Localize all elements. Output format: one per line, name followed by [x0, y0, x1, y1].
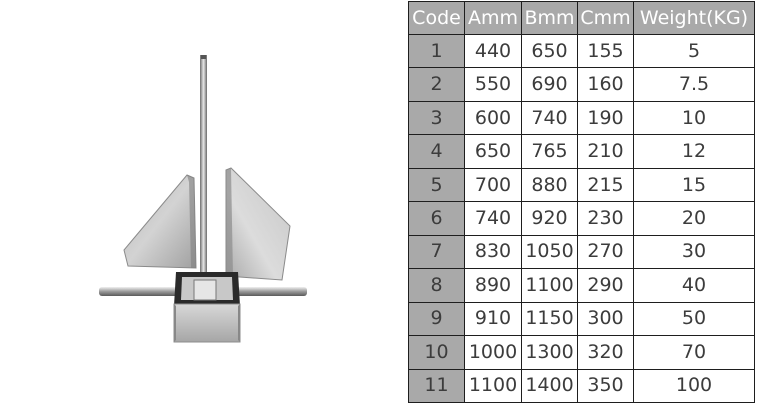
- header-amm: Amm: [464, 1, 522, 35]
- cell-weight: 40: [633, 268, 755, 303]
- cell-amm: 830: [464, 234, 522, 270]
- cell-bmm: 1100: [521, 268, 578, 303]
- cell-code: 11: [408, 368, 465, 404]
- cell-cmm: 210: [577, 134, 634, 169]
- right-fluke: [225, 167, 291, 281]
- cell-amm: 700: [464, 167, 522, 203]
- cell-code: 1: [408, 33, 465, 69]
- cell-cmm: 230: [577, 201, 634, 236]
- cell-cmm: 215: [577, 167, 634, 203]
- cell-cmm: 350: [577, 368, 634, 404]
- cell-bmm: 650: [521, 33, 578, 69]
- cell-code: 2: [408, 67, 465, 102]
- cell-cmm: 270: [577, 234, 634, 270]
- cell-weight: 100: [633, 368, 755, 404]
- cell-amm: 650: [464, 134, 522, 169]
- table-header-row: Code Amm Bmm Cmm Weight(KG): [408, 1, 755, 35]
- cell-amm: 550: [464, 67, 522, 102]
- cell-amm: 1100: [464, 368, 522, 404]
- cell-bmm: 880: [521, 167, 578, 203]
- anchor-product-image: [99, 55, 307, 343]
- header-code: Code: [408, 1, 465, 35]
- cell-code: 9: [408, 301, 465, 337]
- cell-cmm: 155: [577, 33, 634, 69]
- cell-amm: 740: [464, 201, 522, 236]
- cell-amm: 600: [464, 100, 522, 136]
- cell-weight: 10: [633, 100, 755, 136]
- cell-code: 6: [408, 201, 465, 236]
- cell-bmm: 765: [521, 134, 578, 169]
- cell-cmm: 160: [577, 67, 634, 102]
- crown-block: [173, 272, 241, 343]
- cell-weight: 12: [633, 134, 755, 169]
- cell-weight: 5: [633, 33, 755, 69]
- cell-bmm: 1150: [521, 301, 578, 337]
- cell-bmm: 690: [521, 67, 578, 102]
- cell-bmm: 1050: [521, 234, 578, 270]
- cell-bmm: 1400: [521, 368, 578, 404]
- cell-weight: 30: [633, 234, 755, 270]
- cell-cmm: 290: [577, 268, 634, 303]
- cell-code: 8: [408, 268, 465, 303]
- header-weight: Weight(KG): [633, 1, 755, 35]
- cell-amm: 890: [464, 268, 522, 303]
- anchor-illustration: [99, 55, 307, 343]
- cell-amm: 440: [464, 33, 522, 69]
- left-fluke: [123, 174, 197, 269]
- shank-rod: [200, 55, 207, 300]
- cell-bmm: 1300: [521, 335, 578, 370]
- header-cmm: Cmm: [577, 1, 634, 35]
- cell-cmm: 300: [577, 301, 634, 337]
- cell-code: 3: [408, 100, 465, 136]
- cell-weight: 20: [633, 201, 755, 236]
- cell-amm: 1000: [464, 335, 522, 370]
- cell-code: 10: [408, 335, 465, 370]
- cell-code: 7: [408, 234, 465, 270]
- cell-bmm: 920: [521, 201, 578, 236]
- cell-amm: 910: [464, 301, 522, 337]
- cell-cmm: 190: [577, 100, 634, 136]
- cell-weight: 50: [633, 301, 755, 337]
- cell-code: 4: [408, 134, 465, 169]
- cell-weight: 15: [633, 167, 755, 203]
- cell-cmm: 320: [577, 335, 634, 370]
- cell-code: 5: [408, 167, 465, 203]
- cell-weight: 70: [633, 335, 755, 370]
- header-bmm: Bmm: [521, 1, 578, 35]
- cell-weight: 7.5: [633, 67, 755, 102]
- cell-bmm: 740: [521, 100, 578, 136]
